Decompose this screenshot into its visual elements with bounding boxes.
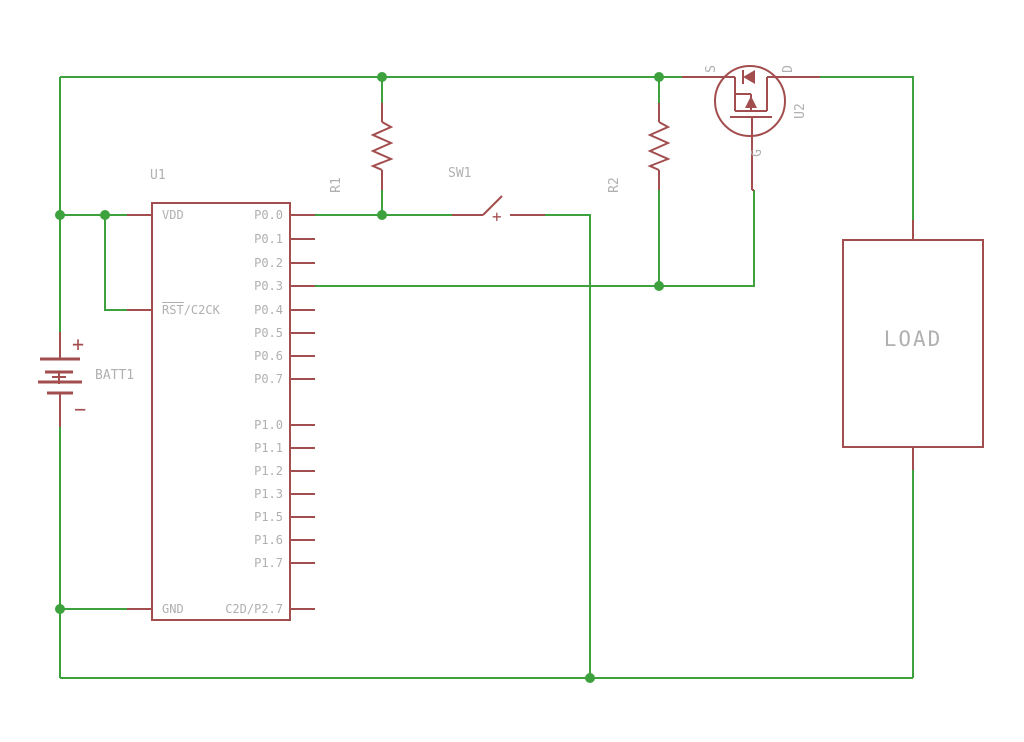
- u1-pin-label-p1-6: P1.6: [254, 533, 283, 547]
- sw1-reference-label: SW1: [448, 166, 472, 181]
- junction-dot: [55, 210, 65, 220]
- mosfet-drain-label: D: [781, 65, 796, 73]
- u1-pin-label-vdd: VDD: [162, 208, 184, 222]
- sw1-switch-symbol: [452, 195, 545, 216]
- junction-dot: [377, 72, 387, 82]
- r1-zigzag: [370, 121, 394, 171]
- u1-microcontroller-symbol: [127, 202, 315, 621]
- wire-top-rail-right: [820, 76, 914, 220]
- u1-pin-label-p1-2: P1.2: [254, 464, 283, 478]
- u1-reference-label: U1: [150, 168, 166, 183]
- mosfet-body-circle: [714, 65, 786, 137]
- load-symbol: [842, 220, 984, 470]
- mosfet-substrate-arrow: [745, 96, 757, 108]
- u1-body: [151, 202, 291, 621]
- battery-minus-sign: −: [74, 397, 87, 421]
- junction-dot: [654, 72, 664, 82]
- r2-reference-label: R2: [607, 177, 622, 193]
- wire-p03-row: [315, 190, 755, 287]
- mosfet-gate-label: G: [750, 149, 765, 157]
- u1-pin-label-p1-3: P1.3: [254, 487, 283, 501]
- u1-pin-label-p0-6: P0.6: [254, 349, 283, 363]
- u1-pin-label-p1-1: P1.1: [254, 441, 283, 455]
- r2-zigzag: [647, 121, 671, 171]
- r2-resistor-symbol: [647, 103, 671, 190]
- battery-plus-sign: +: [72, 332, 85, 356]
- u1-pin-label-rst-rest: /C2CK: [183, 303, 220, 317]
- batt1-reference-label: BATT1: [95, 368, 135, 383]
- u1-pin-label-p0-7: P0.7: [254, 372, 283, 386]
- junction-dots: [55, 72, 664, 683]
- u1-pin-label-gnd: GND: [162, 602, 184, 616]
- u1-pin-label-c2d-p2-7: C2D/P2.7: [225, 602, 283, 616]
- sw1-contact-plus-mark: +: [492, 207, 502, 226]
- u2-mosfet-symbol: [682, 65, 820, 191]
- junction-dot: [100, 210, 110, 220]
- u2-reference-label: U2: [793, 103, 808, 119]
- mosfet-diode-triangle: [743, 70, 755, 84]
- wire-rst-vertical: [104, 215, 127, 311]
- u1-pin-label-rst-c2ck: RST/C2CK: [162, 302, 282, 318]
- u1-pin-label-p1-7: P1.7: [254, 556, 283, 570]
- u1-pin-label-p0-3: P0.3: [254, 279, 283, 293]
- load-label: LOAD: [883, 327, 943, 351]
- mosfet-source-label: S: [704, 65, 719, 73]
- u1-pin-label-p0-5: P0.5: [254, 326, 283, 340]
- junction-dot: [585, 673, 595, 683]
- u1-pin-label-p0-0: P0.0: [254, 208, 283, 222]
- sw1-lever: [482, 195, 503, 216]
- wire-switch-to-ground-drop: [545, 214, 591, 678]
- junction-dot: [377, 210, 387, 220]
- u1-pin-label-p0-1: P0.1: [254, 232, 283, 246]
- u1-pin-label-p1-5: P1.5: [254, 510, 283, 524]
- u1-pin-label-p0-4: P0.4: [254, 303, 283, 317]
- junction-dot: [55, 604, 65, 614]
- u1-pin-label-p0-2: P0.2: [254, 256, 283, 270]
- net-wires: [59, 76, 914, 679]
- junction-dot: [654, 281, 664, 291]
- r1-reference-label: R1: [329, 177, 344, 193]
- u1-pin-label-p1-0: P1.0: [254, 418, 283, 432]
- r1-resistor-symbol: [370, 103, 394, 190]
- batt1-battery-symbol: [38, 332, 82, 427]
- mosfet-gate-lead: [751, 117, 754, 191]
- u1-pin-label-rst-overline: RST: [162, 303, 184, 317]
